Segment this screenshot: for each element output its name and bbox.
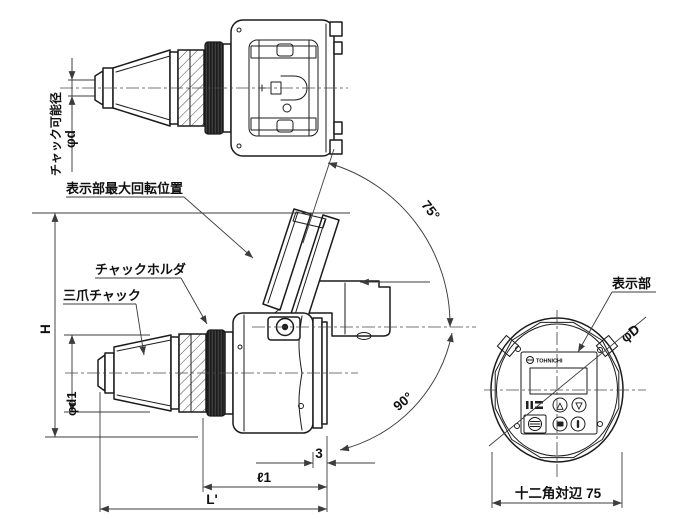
phi-D-label: φD: [618, 321, 643, 345]
down-button: ▽: [571, 397, 587, 413]
chuck-capacity-label: チャック可能径: [48, 92, 63, 176]
front-view-left-tab: [496, 334, 520, 358]
display-part-callout: 表示部: [577, 276, 656, 353]
l1-label: ℓ1: [257, 470, 272, 485]
top-view: チャック可能径 φd: [48, 19, 348, 176]
display-max-rotation-label: 表示部最大回転位置: [65, 181, 183, 196]
display-panel: TOHNICHI △ ▽: [520, 351, 598, 435]
angle-90-label: 90°: [390, 389, 415, 414]
front-view-right-tab: [595, 334, 619, 358]
height-dimension: H: [32, 212, 350, 438]
twelve-point-flats-label: 十二角対辺 75: [515, 485, 602, 501]
panel-function-label-marks: [526, 401, 543, 409]
lcd-screen: [529, 367, 588, 395]
length-dimensions: 3 ℓ1 L': [99, 392, 375, 513]
angle-75-label: 75°: [418, 198, 442, 223]
twelve-point-flats-dimension: 十二角対辺 75: [491, 452, 623, 508]
menu-button: [523, 414, 547, 434]
phi-d-label: φd: [63, 130, 78, 148]
top-view-chuck-cone: [112, 49, 171, 127]
chuck-holder-callout: チャックホルダ: [95, 262, 208, 325]
display-part-label: 表示部: [611, 276, 651, 291]
select-button: [552, 416, 568, 432]
down-arrow-icon: ▽: [575, 401, 584, 411]
display-arm-pivot: [267, 316, 301, 341]
display-max-rotation-callout: 表示部最大回転位置: [65, 181, 254, 259]
chuck-holder-label: チャックホルダ: [95, 262, 186, 277]
phi-D-diameter-line: [488, 316, 647, 447]
l-total-label: L': [206, 492, 217, 507]
front-view: TOHNICHI △ ▽: [484, 276, 656, 508]
phi-d1-label: φd1: [64, 392, 79, 416]
side-view: 75° 90° H φd1 チャックホルダ 三爪チャック: [32, 148, 476, 513]
phi-d1-dimension: φd1: [64, 334, 150, 416]
three-jaw-chuck-callout: 三爪チャック: [63, 288, 146, 356]
power-button: [570, 416, 586, 432]
brand-logo: TOHNICHI: [526, 356, 563, 365]
brand-logo-text: TOHNICHI: [536, 359, 563, 365]
up-button: △: [552, 397, 568, 413]
up-arrow-icon: △: [556, 401, 565, 411]
three-jaw-chuck-label: 三爪チャック: [63, 288, 141, 303]
cap-thickness-label: 3: [315, 446, 323, 461]
height-label: H: [38, 324, 53, 334]
